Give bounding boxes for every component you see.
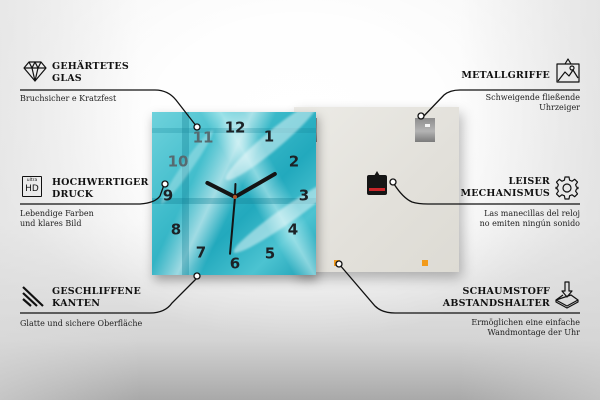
feature-title: Leiser xyxy=(508,176,550,187)
numeral-8: 8 xyxy=(170,220,182,239)
numeral-7: 7 xyxy=(195,243,207,262)
hour-hand xyxy=(204,180,236,199)
feature-description: Wandmontage der Uhr xyxy=(487,328,580,337)
feature-description: Bruchsicher e Kratzfest xyxy=(20,94,117,103)
feature-description: und klares Bild xyxy=(20,219,82,228)
numeral-4: 4 xyxy=(287,220,299,239)
numeral-1: 1 xyxy=(263,127,275,146)
numeral-3: 3 xyxy=(298,186,310,205)
diamond-icon xyxy=(23,61,47,82)
clock-face: 12 1 2 3 4 5 6 7 8 9 10 11 xyxy=(152,112,316,275)
feature-title: Mechanismus xyxy=(460,188,550,199)
feature-title: Schaumstoff xyxy=(462,286,550,297)
feature-title: Hochwertiger xyxy=(52,177,149,188)
feature-description: Las manecillas del reloj xyxy=(484,209,580,218)
feature-title: Abstandshalter xyxy=(442,298,550,309)
foam-spacer-left xyxy=(334,260,340,266)
numeral-5: 5 xyxy=(264,244,276,263)
feature-description: Ermöglichen eine einfache xyxy=(471,318,580,327)
ground-edges-icon xyxy=(22,286,44,307)
foam-spacer-icon xyxy=(555,281,579,309)
feature-description: Schweigende fließende xyxy=(485,93,580,102)
gear-icon xyxy=(555,176,579,200)
ultra-hd-icon: ultra HD xyxy=(22,176,42,197)
hanging-picture-icon xyxy=(556,58,580,83)
feature-title: Glas xyxy=(52,73,82,84)
feature-title: Druck xyxy=(52,189,94,200)
foam-spacer-right xyxy=(422,260,428,266)
feature-title: Gehärtetes xyxy=(52,61,129,72)
numeral-10: 10 xyxy=(167,152,189,171)
numeral-2: 2 xyxy=(288,152,300,171)
minute-hand xyxy=(234,171,278,199)
feature-title: Metallgriffe xyxy=(461,70,550,81)
feature-title: Geschliffene xyxy=(52,286,141,297)
clock-mechanism xyxy=(367,175,387,195)
metal-hanger-right xyxy=(415,118,435,142)
window-frame-decor xyxy=(182,112,189,275)
feature-description: Uhrzeiger xyxy=(539,103,580,112)
feature-title: Kanten xyxy=(52,298,101,309)
feature-description: Lebendige Farben xyxy=(20,209,94,218)
clock-back-panel xyxy=(294,107,459,272)
numeral-12: 12 xyxy=(224,118,246,137)
center-pin xyxy=(233,195,237,199)
window-frame-decor xyxy=(152,128,316,133)
numeral-6: 6 xyxy=(229,254,241,273)
feature-description: no emiten ningún sonido xyxy=(479,219,580,228)
numeral-9: 9 xyxy=(162,186,174,205)
feature-description: Glatte und sichere Oberfläche xyxy=(20,319,143,328)
numeral-11: 11 xyxy=(192,128,214,147)
